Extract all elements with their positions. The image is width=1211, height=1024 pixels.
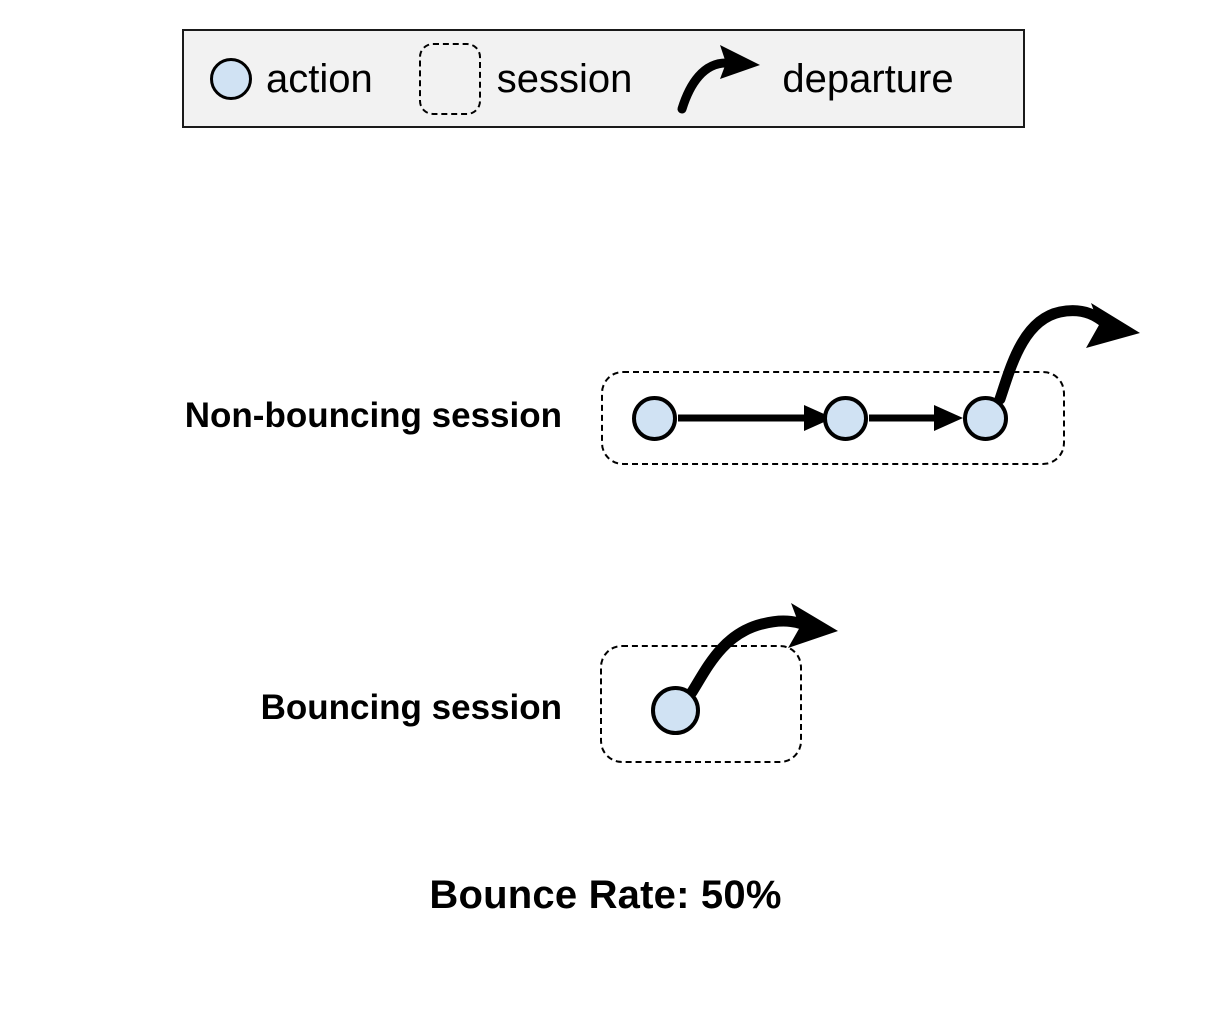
action-node: [963, 396, 1008, 441]
dashed-box-icon: [418, 42, 481, 115]
legend-item-action: action: [210, 56, 373, 101]
session-container-bouncing: [600, 645, 802, 763]
departure-arrow-bouncing: [686, 603, 838, 698]
row-label-non-bouncing-session: Non-bouncing session: [184, 396, 562, 435]
action-node: [823, 396, 868, 441]
departure-arrow-non-bouncing: [994, 303, 1140, 405]
circle-node-icon: [210, 57, 252, 100]
curved-arrow-icon: [674, 43, 778, 115]
row-label-bouncing-session: Bouncing session: [260, 688, 562, 727]
legend-item-session: session: [418, 42, 633, 115]
session-container-non-bouncing: [601, 371, 1065, 465]
legend-label-action: action: [266, 56, 373, 101]
action-node: [651, 686, 700, 735]
legend-item-departure: departure: [674, 43, 954, 115]
legend-row: action session departure: [184, 31, 1023, 126]
arrow-action1-to-action2: [678, 405, 833, 431]
legend-label-session: session: [496, 56, 633, 101]
action-node: [632, 396, 677, 441]
bounce-rate-summary: Bounce Rate: 50%: [429, 873, 782, 917]
legend-label-departure: departure: [782, 56, 954, 101]
legend: action session departure: [182, 29, 1025, 128]
arrow-action2-to-action3: [869, 405, 963, 431]
